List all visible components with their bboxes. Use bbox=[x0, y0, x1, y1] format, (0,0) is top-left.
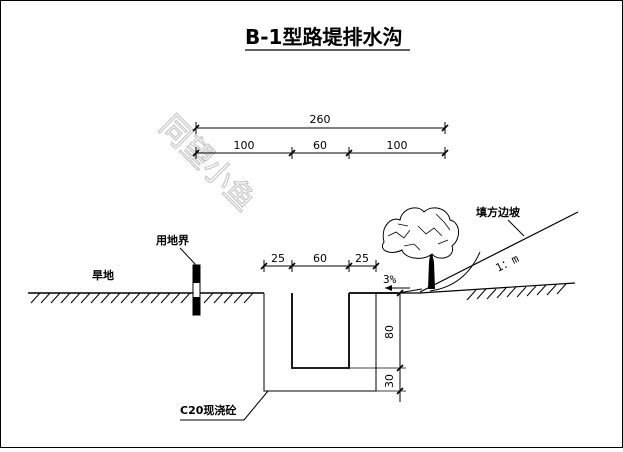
slope-ratio-label: 1：m bbox=[493, 252, 521, 275]
watermark-text: 同望小鱼 bbox=[152, 109, 262, 219]
right-ground-hatching bbox=[466, 283, 567, 301]
drawing-title: B-1型路堤排水沟 bbox=[245, 25, 402, 49]
fill-slope-leader bbox=[507, 219, 525, 237]
right-segment-label: 100 bbox=[387, 139, 408, 152]
watermark: 同望小鱼 bbox=[152, 108, 263, 219]
ditch-inner-outline bbox=[291, 293, 350, 369]
crossfall-arrowhead bbox=[385, 285, 392, 291]
dry-land-label: 旱地 bbox=[92, 268, 114, 282]
ditch-right-top-label: 25 bbox=[355, 252, 369, 265]
overall-width-label: 260 bbox=[310, 113, 331, 126]
middle-segment-label: 60 bbox=[313, 139, 327, 152]
fill-slope-curve bbox=[429, 251, 481, 292]
crossfall-line bbox=[397, 288, 423, 294]
crossfall-label: 3% bbox=[383, 273, 397, 286]
vertical-dimensions: 80 30 bbox=[349, 289, 406, 402]
ditch-bottom-width-label: 60 bbox=[313, 252, 327, 265]
tree-icon bbox=[382, 207, 459, 289]
land-boundary-post bbox=[192, 264, 201, 316]
land-boundary-label: 用地界 bbox=[156, 233, 189, 247]
fill-slope-label: 填方边坡 bbox=[476, 205, 521, 219]
fill-slope-line bbox=[419, 211, 579, 293]
land-boundary-leader bbox=[179, 247, 197, 266]
ditch-depth-label: 80 bbox=[383, 325, 396, 339]
ditch-outer-outline bbox=[263, 293, 377, 392]
ditch-top-dimensions: 25 60 25 bbox=[260, 252, 380, 272]
left-ground bbox=[28, 292, 264, 304]
segment-dimensions: 100 60 100 bbox=[192, 139, 449, 159]
overall-dimension: 260 bbox=[192, 113, 449, 134]
concrete-label: C20现浇砼 bbox=[180, 403, 237, 417]
concrete-leader bbox=[243, 390, 269, 421]
ditch-left-top-label: 25 bbox=[271, 252, 285, 265]
base-thickness-label: 30 bbox=[383, 374, 396, 388]
left-segment-label: 100 bbox=[234, 139, 255, 152]
